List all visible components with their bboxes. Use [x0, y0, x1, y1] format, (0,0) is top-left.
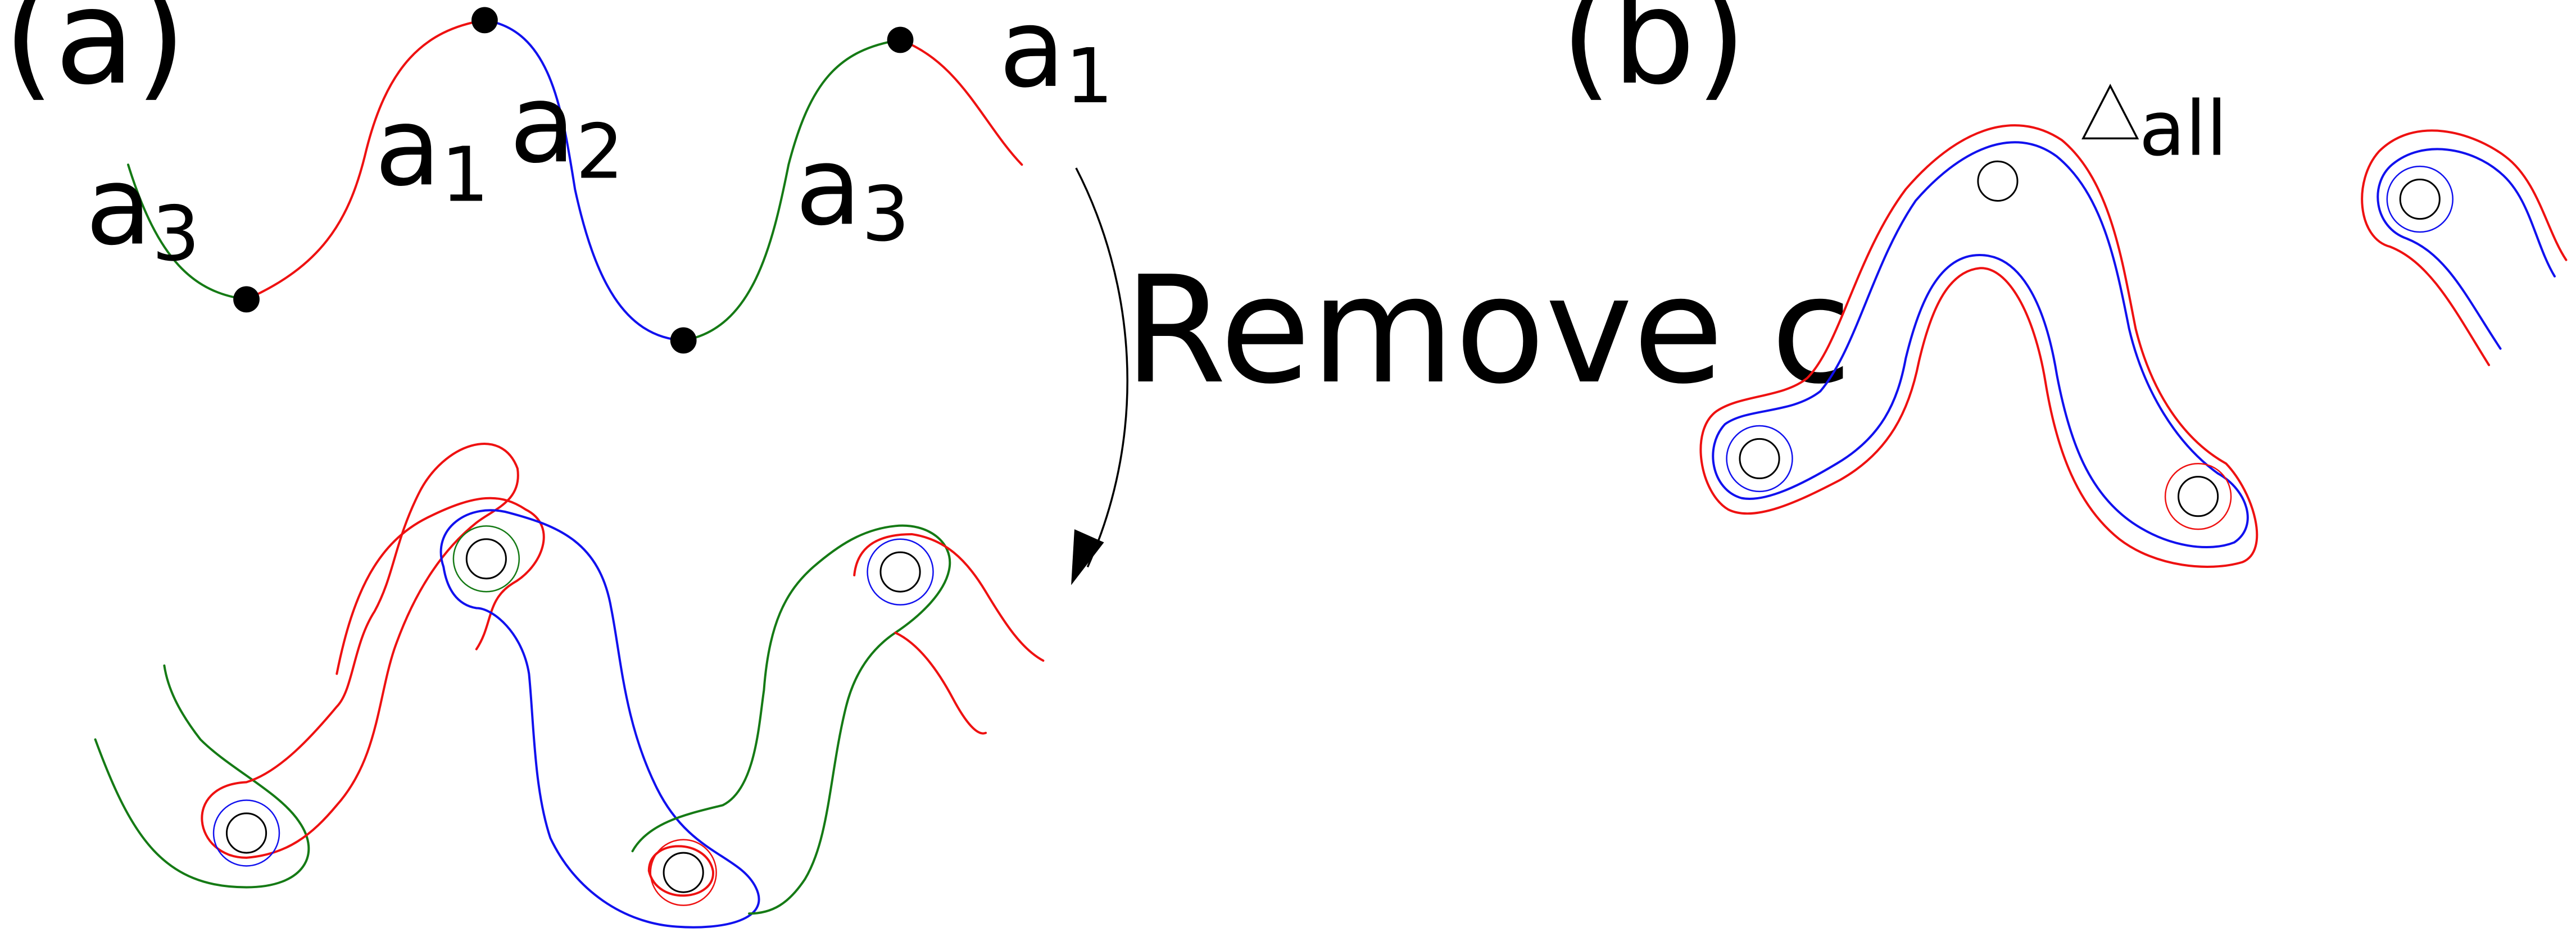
- hook-curve-blue: [2378, 149, 2555, 348]
- puncture-circle: [2179, 477, 2218, 516]
- top-curve-segment-a1-left: [247, 20, 485, 299]
- marked-point: [471, 7, 498, 34]
- curve-label-a1-left: a1: [375, 84, 489, 219]
- puncture-ring-red: [2165, 463, 2231, 529]
- blue-curve-main: [441, 510, 759, 927]
- puncture-circle: [664, 853, 703, 892]
- puncture-circle: [1740, 439, 1779, 478]
- panel-b-label: (b): [1561, 0, 1747, 114]
- curve-label-a3-left: a3: [85, 143, 200, 278]
- remove-c-arrow: Remove c: [1071, 168, 1852, 585]
- top-curve-segment-a3-left: [128, 165, 246, 299]
- curve-label-a2: a2: [509, 61, 624, 195]
- top-curve-points: [233, 7, 914, 354]
- arrow-label: Remove c: [1124, 245, 1852, 417]
- panel-b-punctures: [1727, 161, 2232, 529]
- puncture-ring-blue: [214, 800, 279, 866]
- curve-labels: a3 a1 a2 a3 a1: [85, 0, 1113, 278]
- red-curve-right-lower: [895, 633, 986, 733]
- top-curve: [128, 20, 1022, 340]
- arrow-shaft: [1076, 168, 1127, 567]
- curve-label-a3-right: a3: [795, 123, 910, 258]
- green-curve-right: [633, 526, 950, 914]
- top-curve-segment-a3-right: [683, 40, 900, 340]
- red-curve-right: [854, 534, 1043, 661]
- panel-a-label: (a): [3, 0, 187, 114]
- curve-label-a1-right: a1: [999, 0, 1113, 120]
- red-curve-left: [202, 444, 518, 858]
- top-curve-segment-a1-right: [900, 40, 1022, 165]
- arch-band: [1700, 125, 2257, 567]
- red-curve-top: [337, 498, 543, 674]
- delta-all: all: [2083, 85, 2227, 173]
- marked-point: [233, 286, 260, 313]
- arch-band-blue: [1713, 142, 2248, 547]
- puncture-ring-blue: [2387, 166, 2453, 232]
- puncture-ring-blue: [1727, 426, 1793, 492]
- bottom-punctures: [214, 526, 933, 905]
- puncture-ring-green: [453, 526, 519, 592]
- arch-band-red: [1700, 125, 2257, 567]
- hook-curves: [2362, 130, 2566, 365]
- puncture-circle: [881, 552, 920, 592]
- puncture-circle: [2400, 179, 2439, 219]
- hook-curve-red: [2362, 130, 2566, 365]
- puncture-ring-red: [651, 840, 716, 906]
- top-curve-segment-a2: [484, 20, 683, 340]
- delta-triangle-icon: [2083, 86, 2137, 139]
- puncture-circle: [1978, 161, 2017, 201]
- red-loop-bottom: [649, 846, 713, 895]
- bottom-curves: [96, 444, 1044, 927]
- marked-point: [887, 26, 914, 53]
- puncture-circle: [226, 813, 266, 853]
- arrow-head: [1071, 529, 1104, 585]
- delta-subscript: all: [2139, 85, 2227, 173]
- green-curve-left: [96, 666, 309, 888]
- puncture-ring-blue: [868, 539, 933, 605]
- marked-point: [670, 327, 697, 354]
- puncture-circle: [466, 539, 506, 579]
